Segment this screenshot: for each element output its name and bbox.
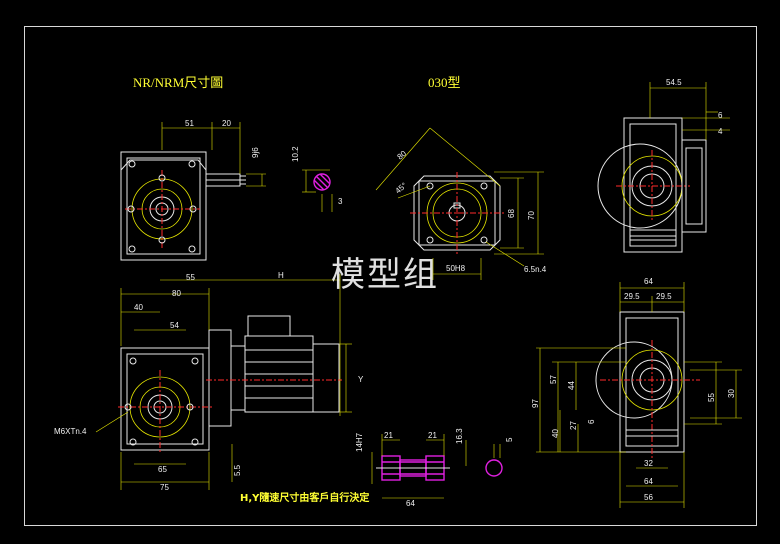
drawing-title: NR/NRM尺寸圖 <box>133 75 224 90</box>
dim-4: 4 <box>718 127 723 136</box>
dim-6: 6 <box>718 111 723 120</box>
dim-5-5: 5.5 <box>233 464 242 476</box>
dim-21a: 21 <box>384 431 393 440</box>
dim-64-shaft: 64 <box>406 499 415 508</box>
dim-44: 44 <box>567 381 576 390</box>
dim-y: Y <box>358 375 364 384</box>
dim-57: 57 <box>549 375 558 384</box>
right-bottom-view <box>536 282 742 508</box>
dim-55-right: 55 <box>707 393 716 402</box>
dim-3: 3 <box>338 197 343 206</box>
dim-75: 75 <box>160 483 169 492</box>
dim-64b: 64 <box>644 477 653 486</box>
dim-56: 56 <box>644 493 653 502</box>
dim-6-right: 6 <box>587 419 596 424</box>
front-view-assembly <box>95 274 352 490</box>
dim-30: 30 <box>727 389 736 398</box>
dim-14h7: 14H7 <box>355 432 364 452</box>
dim-97: 97 <box>531 399 540 408</box>
dim-54: 54 <box>170 321 179 330</box>
dim-16-3: 16.3 <box>455 428 464 444</box>
dim-50h8: 50H8 <box>446 264 466 273</box>
dim-5: 5 <box>505 437 514 442</box>
dim-27: 27 <box>569 421 578 430</box>
dim-21b: 21 <box>428 431 437 440</box>
top-view-gearbox <box>120 122 266 261</box>
dim-20: 20 <box>222 119 231 128</box>
label-m6: M6XTn.4 <box>54 427 87 436</box>
dim-29-5a: 29.5 <box>624 292 640 301</box>
dim-h: H <box>278 271 284 280</box>
dim-54-5: 54.5 <box>666 78 682 87</box>
dim-55: 55 <box>186 273 195 282</box>
key-view <box>302 169 333 212</box>
dim-80: 80 <box>396 149 409 162</box>
dim-68: 68 <box>507 209 516 218</box>
dim-64-right: 64 <box>644 277 653 286</box>
dim-45: 45° <box>394 181 409 196</box>
dim-32: 32 <box>644 459 653 468</box>
dim-6-5: 6.5n.4 <box>524 265 547 274</box>
dim-9j6: 9j6 <box>251 147 260 158</box>
dim-40: 40 <box>134 303 143 312</box>
flange-view <box>375 127 544 280</box>
right-top-view <box>597 82 730 253</box>
shaft-view <box>371 434 503 499</box>
dim-40-right: 40 <box>551 429 560 438</box>
dim-29-5b: 29.5 <box>656 292 672 301</box>
dim-70: 70 <box>527 211 536 220</box>
dim-65: 65 <box>158 465 167 474</box>
watermark: 模型组 <box>331 255 439 295</box>
model-title: 030型 <box>428 75 461 90</box>
dim-10-2: 10.2 <box>291 146 300 162</box>
drawing-note: H,Y隨速尺寸由客戶自行決定 <box>240 493 370 504</box>
dim-51: 51 <box>185 119 194 128</box>
drawing-border <box>24 26 757 526</box>
dim-80-front: 80 <box>172 289 181 298</box>
